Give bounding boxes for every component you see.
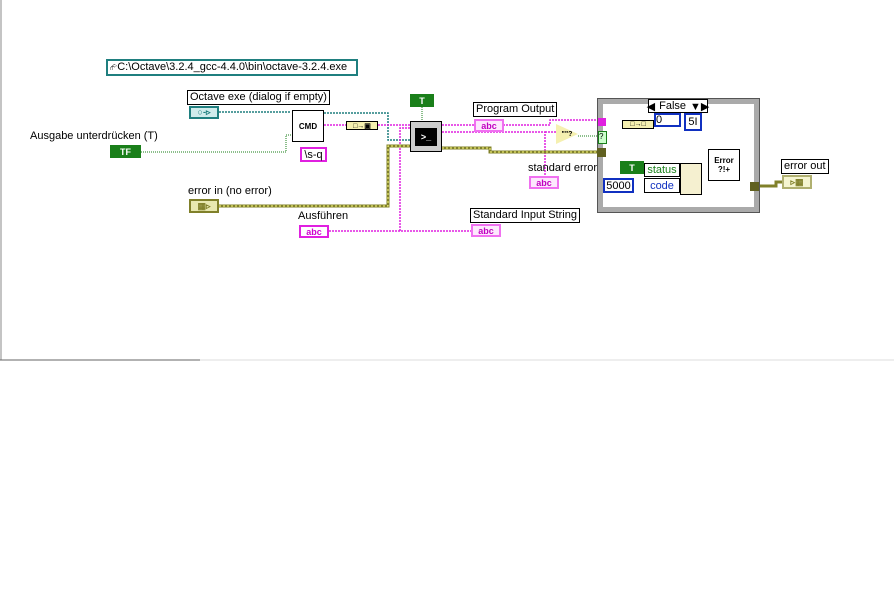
dropdown-icon[interactable]: ▼▶ (690, 100, 710, 113)
true-constant[interactable]: T (410, 94, 434, 107)
ausfuehren-control[interactable]: abc (299, 225, 329, 238)
ausgabe-control[interactable]: TF (110, 145, 141, 158)
error-in-control[interactable]: ▦▹ (189, 199, 219, 213)
program-output-indicator[interactable]: abc (474, 119, 504, 132)
bundle-by-name-node[interactable] (680, 163, 702, 195)
error-tunnel-out (750, 182, 759, 191)
cmd-node[interactable]: CMD (292, 110, 324, 142)
error-in-label: error in (no error) (188, 185, 272, 197)
code-constant[interactable]: 5000 (603, 178, 634, 193)
code-field: code (644, 178, 680, 193)
index-constant[interactable]: 0 (654, 113, 681, 127)
standard-input-label: Standard Input String (470, 208, 580, 223)
octave-exe-control[interactable]: ○-▹ (189, 106, 219, 119)
bool-wire (141, 134, 292, 153)
octave-exe-label: Octave exe (dialog if empty) (187, 90, 330, 105)
path-to-string-node[interactable]: □→□ (622, 120, 654, 129)
system-exec-node[interactable]: >_ (410, 121, 442, 152)
status-field: status (644, 163, 680, 177)
error-out-label: error out (781, 159, 829, 174)
program-output-label: Program Output (473, 102, 558, 117)
case-selector[interactable]: ◀False▼▶ (646, 99, 710, 113)
status-true-constant[interactable]: T (620, 161, 644, 174)
i32-constant[interactable]: 5I (684, 113, 702, 131)
error-out-indicator[interactable]: ▹▦ (782, 175, 812, 189)
standard-input-indicator[interactable]: abc (471, 224, 501, 237)
ausfuehren-label: Ausführen (298, 210, 349, 222)
prev-case-arrow[interactable]: ◀ (646, 100, 656, 113)
case-selector-terminal (598, 118, 606, 126)
case-selector-bool: ? (598, 131, 607, 144)
error-cluster-node[interactable]: Error ?!+ (708, 149, 740, 181)
standard-error-indicator[interactable]: abc (529, 176, 559, 189)
string-to-path-node[interactable]: □→▣ (346, 121, 378, 130)
path-icon: ⮳ (110, 62, 118, 72)
terminal-icon: >_ (415, 127, 437, 146)
error-tunnel-in (597, 148, 606, 157)
path-constant[interactable]: ⮳C:\Octave\3.2.4_gcc-4.4.0\bin\octave-3.… (106, 59, 358, 76)
standard-error-label: standard error (528, 162, 598, 174)
flag-constant[interactable]: \s-q (300, 147, 327, 162)
ausgabe-label: Ausgabe unterdrücken (T) (30, 130, 158, 142)
